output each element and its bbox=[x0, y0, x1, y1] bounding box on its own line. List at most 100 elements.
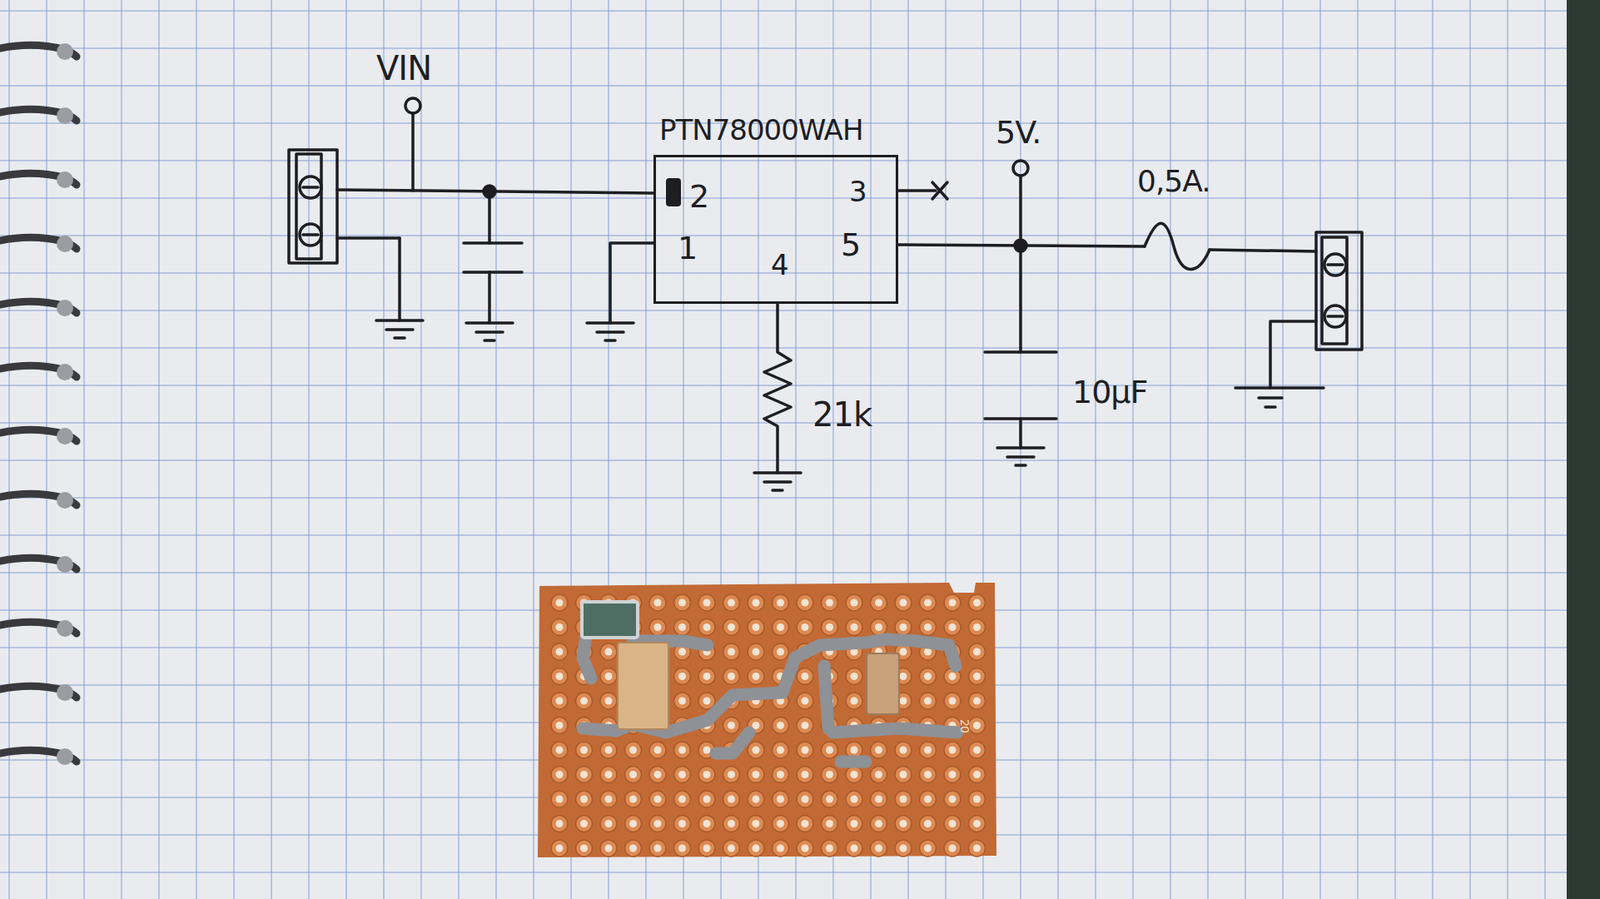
pad bbox=[723, 668, 741, 686]
pad bbox=[698, 668, 716, 686]
hole bbox=[874, 599, 883, 607]
hole bbox=[949, 697, 957, 706]
pad bbox=[723, 643, 741, 661]
hole bbox=[727, 721, 736, 730]
hole bbox=[776, 746, 785, 755]
pad bbox=[551, 594, 568, 612]
pad bbox=[747, 839, 765, 857]
hole bbox=[949, 623, 957, 632]
hole bbox=[850, 672, 859, 681]
pad bbox=[551, 815, 568, 833]
pad bbox=[845, 619, 863, 637]
pad bbox=[723, 815, 741, 833]
hole bbox=[654, 746, 662, 755]
hole bbox=[874, 623, 883, 632]
hole bbox=[752, 795, 761, 804]
pin-number: 1 bbox=[677, 232, 697, 264]
hole bbox=[556, 721, 564, 730]
hole bbox=[678, 819, 686, 828]
resistor-symbol bbox=[754, 303, 801, 491]
hole bbox=[874, 819, 883, 828]
hole bbox=[825, 770, 834, 779]
wire bbox=[586, 243, 654, 341]
hole bbox=[727, 599, 736, 607]
hole bbox=[678, 648, 686, 656]
pad bbox=[845, 668, 863, 686]
pad bbox=[894, 790, 912, 808]
pad bbox=[894, 839, 912, 857]
hole bbox=[678, 844, 686, 853]
pad bbox=[968, 717, 986, 735]
hole bbox=[752, 623, 761, 632]
hole bbox=[556, 672, 564, 681]
smd-component bbox=[581, 601, 638, 638]
hole bbox=[973, 770, 981, 779]
hole bbox=[776, 819, 785, 828]
pad bbox=[944, 741, 961, 759]
hole bbox=[703, 819, 711, 828]
pad bbox=[698, 594, 716, 612]
wire bbox=[1235, 321, 1324, 408]
hole bbox=[752, 672, 761, 681]
hole bbox=[580, 697, 588, 706]
pad bbox=[576, 839, 593, 857]
pad bbox=[968, 741, 986, 759]
terminal-block bbox=[1316, 232, 1362, 350]
hole bbox=[629, 844, 637, 853]
hole bbox=[654, 819, 662, 828]
pad bbox=[747, 790, 765, 808]
pad bbox=[870, 815, 888, 833]
hole bbox=[703, 770, 711, 779]
pad bbox=[845, 815, 863, 833]
pad bbox=[698, 839, 716, 857]
hole bbox=[678, 795, 686, 804]
hole bbox=[850, 819, 859, 828]
hole bbox=[654, 844, 662, 853]
pad bbox=[747, 766, 765, 784]
hole bbox=[924, 844, 932, 853]
pad bbox=[625, 790, 642, 808]
pad bbox=[845, 790, 863, 808]
hole bbox=[825, 795, 834, 804]
pad bbox=[821, 766, 839, 784]
hole bbox=[949, 844, 957, 853]
pad bbox=[723, 766, 741, 784]
pad bbox=[772, 766, 790, 784]
hole bbox=[825, 819, 834, 828]
hole bbox=[556, 623, 564, 632]
pad bbox=[919, 594, 937, 612]
hole bbox=[678, 770, 686, 779]
hole bbox=[703, 599, 711, 607]
pad bbox=[600, 790, 617, 808]
pad bbox=[600, 741, 617, 759]
pad bbox=[551, 741, 568, 759]
hole bbox=[801, 795, 810, 804]
hole bbox=[899, 819, 908, 828]
pad bbox=[600, 839, 617, 857]
pad bbox=[698, 619, 716, 637]
pad bbox=[796, 668, 814, 686]
pad bbox=[576, 815, 593, 833]
pad bbox=[551, 643, 568, 661]
terminal-block bbox=[288, 149, 338, 264]
hole bbox=[924, 599, 932, 607]
pad bbox=[944, 815, 961, 833]
pad bbox=[894, 766, 912, 784]
hole bbox=[850, 770, 859, 779]
perfboard bbox=[537, 582, 997, 858]
pad bbox=[674, 594, 691, 612]
pad bbox=[870, 594, 888, 612]
hole bbox=[605, 648, 613, 656]
pad bbox=[674, 668, 691, 686]
pad bbox=[625, 741, 642, 759]
hole bbox=[629, 770, 637, 779]
hole bbox=[727, 648, 736, 656]
hole bbox=[899, 770, 908, 779]
pad bbox=[870, 619, 888, 637]
hole bbox=[825, 599, 834, 607]
pad bbox=[551, 839, 568, 857]
pad bbox=[551, 668, 568, 686]
hole bbox=[752, 770, 761, 779]
hole bbox=[703, 623, 711, 632]
